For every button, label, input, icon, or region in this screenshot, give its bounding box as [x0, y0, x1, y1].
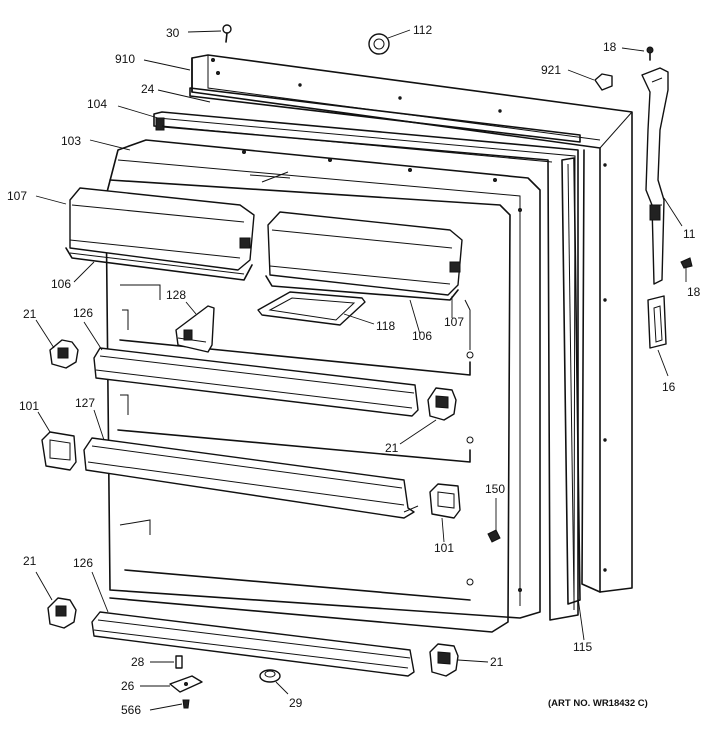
- plug-112: [368, 33, 390, 55]
- door-gasket: [153, 111, 579, 621]
- bracket-101-right: [429, 483, 461, 519]
- label-21-left-upper: 21: [23, 307, 37, 321]
- liner-ledges: [117, 171, 474, 601]
- label-18-top: 18: [603, 40, 617, 54]
- gasket-strip: [561, 157, 581, 605]
- end-cap-21-left-lower: [47, 597, 77, 629]
- egg-tray: [257, 291, 366, 326]
- trim-strip: [189, 87, 581, 143]
- label-18-side: 18: [687, 285, 701, 299]
- label-118: 118: [376, 319, 395, 333]
- label-21-right-upper: 21: [385, 441, 399, 455]
- label-101-right: 101: [434, 541, 454, 555]
- screw-30: [222, 24, 232, 43]
- screw-150: [487, 529, 501, 543]
- label-107-right: 107: [444, 315, 464, 329]
- label-24: 24: [141, 82, 155, 96]
- label-128: 128: [166, 288, 186, 302]
- label-28: 28: [131, 655, 145, 669]
- plug-29: [259, 669, 281, 683]
- screw-18-top: [646, 46, 654, 61]
- dairy-door-right: [265, 211, 463, 301]
- plug-921: [594, 73, 613, 91]
- end-cap-21-left-upper: [49, 339, 79, 369]
- label-112: 112: [413, 23, 432, 37]
- label-21-right-lower: 21: [490, 655, 504, 669]
- art-number: (ART NO. WR18432 C): [548, 698, 648, 709]
- dairy-door-left: [65, 187, 255, 281]
- end-cap-21-right-lower: [429, 643, 459, 677]
- hinge-bracket-16: [647, 295, 667, 349]
- screw-566: [182, 699, 190, 709]
- label-566: 566: [121, 703, 141, 717]
- label-126-upper: 126: [73, 306, 93, 320]
- label-126-lower: 126: [73, 556, 93, 570]
- shelf-retainer-clip: [175, 305, 215, 353]
- label-106-left: 106: [51, 277, 71, 291]
- label-115: 115: [573, 640, 592, 654]
- hinge-cover: [641, 67, 669, 285]
- label-910: 910: [115, 52, 135, 66]
- label-16: 16: [662, 380, 676, 394]
- label-104: 104: [87, 97, 107, 111]
- label-21-left-lower: 21: [23, 554, 37, 568]
- label-106-right: 106: [412, 329, 432, 343]
- label-103: 103: [61, 134, 81, 148]
- part-labels: 30 112 18 910 921 24 104 103 107 11 18 1…: [7, 23, 701, 717]
- label-29: 29: [289, 696, 303, 710]
- shelf-bar-middle: [83, 437, 419, 519]
- label-107-left: 107: [7, 189, 27, 203]
- shelf-bar-lower: [91, 611, 415, 677]
- label-921: 921: [541, 63, 561, 77]
- inner-door-liner: [105, 139, 541, 633]
- pin-28: [175, 655, 183, 669]
- label-11: 11: [683, 227, 696, 241]
- label-26: 26: [121, 679, 135, 693]
- label-127: 127: [75, 396, 95, 410]
- bracket-101-left: [41, 431, 77, 471]
- end-cap-21-right-upper: [427, 387, 457, 421]
- plate-26: [169, 675, 203, 693]
- label-30: 30: [166, 26, 180, 40]
- outer-door-panel: [191, 54, 633, 593]
- leader-lines: [35, 29, 687, 711]
- shelf-bar-upper: [93, 347, 419, 417]
- screw-18-side: [680, 257, 693, 269]
- label-101-left: 101: [19, 399, 39, 413]
- label-150: 150: [485, 482, 505, 496]
